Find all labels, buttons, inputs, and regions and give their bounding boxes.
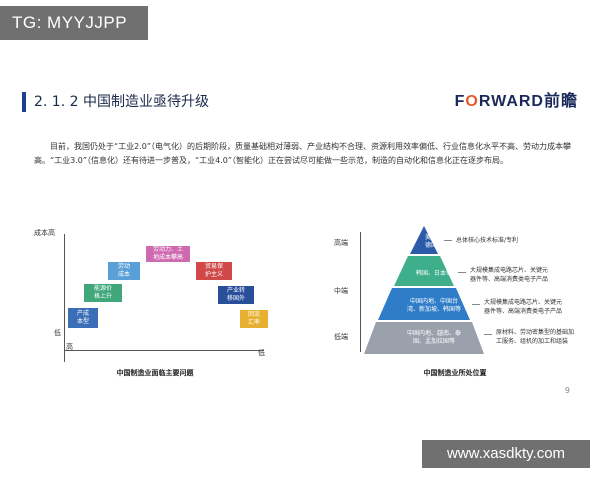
page-number: 9	[564, 386, 570, 395]
step-7: 回流 汇率	[240, 310, 268, 328]
problems-staircase-chart: 成本高 低 高 低 产成 本型 能源价 格上升 劳动 成本 劳动力、土 地成本攀…	[20, 210, 290, 390]
step-6: 产业转 移国外	[218, 286, 254, 304]
position-pyramid-chart: 高端 中端 低端 美国、 德国等 韩国、日本等 中国内地、中国台 湾、新加坡、韩…	[320, 210, 590, 390]
x-axis-right-label: 低	[258, 349, 265, 357]
section-accent-bar	[22, 92, 26, 112]
right-chart-caption: 中国制造业所处位置	[423, 369, 487, 377]
tier-3-note: 大规模集成电路芯片、关键元 器件等、高端消费类电子产品	[484, 299, 563, 315]
step-4: 劳动力、土 地成本攀高	[146, 246, 190, 262]
y-axis-bottom-label: 低	[54, 329, 61, 337]
pyramid-mid-label: 中端	[334, 287, 348, 295]
tier-3-label: 中国内地、中国台 湾、新加坡、韩国等	[406, 298, 461, 313]
tier-1-label: 美国、 德国等	[424, 234, 443, 249]
pyramid-top-label: 高端	[334, 239, 348, 247]
tier-2-label: 韩国、日本等	[415, 270, 452, 277]
brand-letter-o: O	[465, 93, 479, 110]
y-axis-top-label: 成本高	[34, 229, 55, 237]
brand-logo: FORWARD前瞻	[455, 92, 578, 112]
site-watermark: www.xasdkty.com	[422, 440, 590, 468]
tier-4-leader	[484, 334, 492, 335]
channel-badge: TG: MYYJJPP	[0, 6, 148, 40]
brand-letters: RWARD	[478, 93, 544, 110]
tier-3-leader	[472, 304, 480, 305]
pyramid-bottom-label: 低端	[334, 333, 348, 341]
pyramid-tier-4	[364, 322, 484, 354]
tier-2-leader	[458, 272, 466, 273]
pyramid-tier-1	[410, 226, 438, 254]
tier-2-note: 大规模集成电路芯片、关键元 器件等、高端消费类电子产品	[470, 267, 549, 283]
tier-1-note: 总体核心技术标准/专利	[456, 237, 519, 244]
tier-4-note: 原材料、劳动密集型的基础加 工服务、组机的加工和组装	[496, 329, 575, 345]
tier-4-label: 中国内地、越南、泰 国、孟加拉国等	[406, 330, 461, 345]
pyramid-tier-3	[378, 288, 470, 320]
brand-letter-f: F	[454, 93, 466, 110]
left-chart-caption: 中国制造业面临主要问题	[116, 369, 194, 377]
step-5: 贸易保 护主义	[196, 262, 232, 280]
step-3: 劳动 成本	[108, 262, 140, 280]
pyramid-axis	[360, 232, 361, 352]
x-axis	[64, 350, 264, 351]
pyramid-shape	[364, 226, 484, 354]
intro-paragraph: 目前，我国仍处于“工业2.0”（电气化）的后期阶段，质量基础相对薄弱、产业结构不…	[34, 142, 572, 165]
section-title: 2. 1. 2 中国制造业亟待升级	[34, 94, 209, 110]
step-1: 产成 本型	[68, 308, 98, 328]
y-axis	[64, 234, 65, 362]
pyramid-tier-2	[394, 256, 454, 286]
step-2: 能源价 格上升	[84, 284, 122, 302]
x-axis-left-label: 高	[66, 343, 73, 351]
tier-1-leader	[444, 240, 452, 241]
brand-chinese: 前瞻	[543, 93, 578, 110]
